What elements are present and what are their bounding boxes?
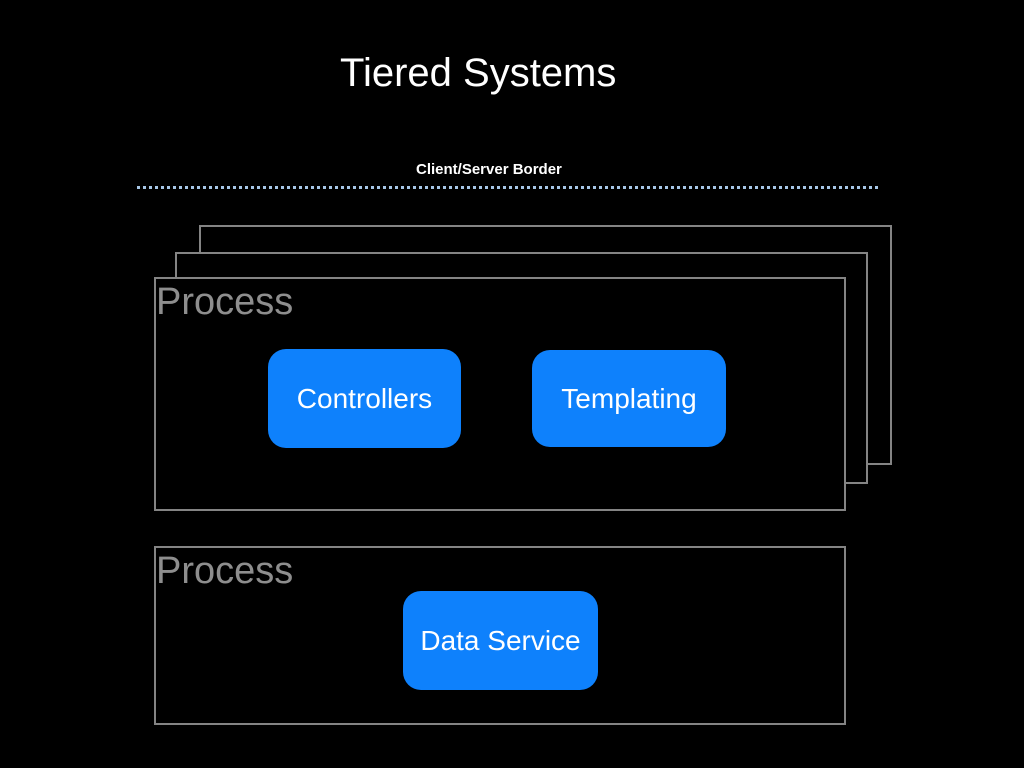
templating-node-label: Templating: [561, 382, 697, 414]
data-service-node-label: Data Service: [420, 624, 581, 656]
bottom-process-label: Process: [156, 550, 294, 592]
top-process-label: Process: [156, 281, 294, 323]
top-process-frame: Process: [154, 277, 846, 511]
slide-title: Tiered Systems: [340, 51, 617, 95]
client-server-border-line: [137, 186, 880, 189]
templating-node: Templating: [532, 350, 726, 447]
data-service-node: Data Service: [403, 591, 598, 690]
controllers-node-label: Controllers: [296, 382, 433, 414]
client-server-border-label: Client/Server Border: [416, 161, 562, 178]
controllers-node: Controllers: [268, 349, 461, 448]
